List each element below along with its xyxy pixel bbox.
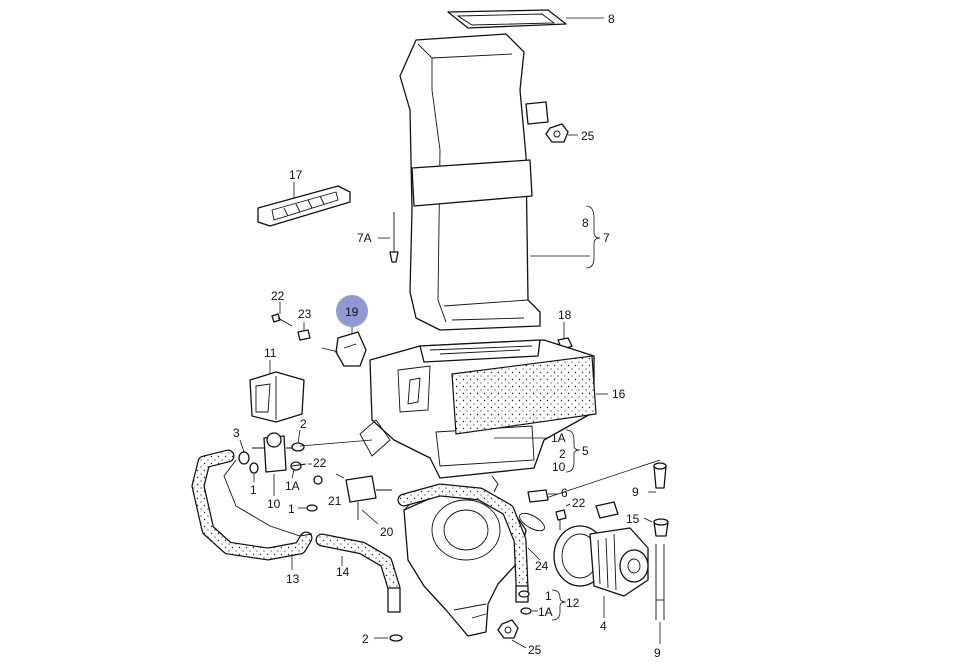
callout-1a-lower: 1A (538, 605, 553, 619)
grommet-15-part[interactable] (643, 517, 669, 537)
callout-8-top: 8 (608, 12, 615, 26)
washer-1a-lower-part[interactable] (520, 607, 538, 615)
screw-22-right-part[interactable] (555, 503, 571, 530)
clamp-6-part[interactable] (527, 489, 558, 503)
filter-16-part[interactable] (451, 355, 608, 435)
bracket-12 (551, 589, 567, 621)
callout-25-top: 25 (581, 129, 595, 143)
callout-4: 4 (600, 619, 607, 633)
cable-7a-part[interactable] (378, 212, 399, 263)
callout-13: 13 (286, 572, 300, 586)
callout-16: 16 (612, 387, 626, 401)
callout-8-mid: 8 (582, 216, 589, 230)
callout-22-right: 22 (572, 496, 586, 510)
washer-1-left-part[interactable] (249, 462, 259, 482)
tube-9-upper-part[interactable] (648, 462, 667, 493)
callout-19: 19 (345, 305, 359, 319)
screw-22-mid-part[interactable] (291, 463, 312, 467)
callout-9-lower: 9 (654, 646, 661, 660)
callout-23: 23 (298, 307, 312, 321)
callout-3: 3 (233, 426, 240, 440)
callout-20: 20 (380, 525, 394, 539)
washer-1-lower-part[interactable] (518, 590, 530, 598)
nut-bottom-part[interactable] (497, 619, 527, 649)
callout-14: 14 (336, 565, 350, 579)
bracket-7 (585, 205, 601, 269)
washer-2-left-part[interactable] (291, 429, 305, 452)
valve-10-part[interactable] (252, 432, 298, 496)
clamp-ring-part[interactable] (517, 510, 547, 534)
washer-2-bottom-part[interactable] (374, 634, 403, 642)
callout-10-right: 10 (552, 460, 566, 474)
callout-10-left: 10 (267, 497, 281, 511)
callout-11: 11 (264, 346, 277, 360)
callout-2-left: 2 (300, 417, 307, 431)
hose-13-part[interactable] (191, 449, 313, 570)
callout-2-right: 2 (559, 447, 566, 461)
hose-14-part[interactable] (223, 459, 401, 613)
callout-1a-right: 1A (551, 431, 566, 445)
clip-23-part[interactable] (297, 322, 311, 341)
tube-9-lower-part[interactable] (655, 544, 665, 644)
washer-1a-left-part[interactable] (290, 461, 302, 479)
callout-12: 12 (566, 596, 580, 610)
callout-9-upper: 9 (632, 485, 639, 499)
callout-18: 18 (558, 308, 572, 322)
fitting-near-20-part[interactable] (313, 473, 345, 485)
actuator-19-part[interactable] (321, 322, 367, 367)
highlight-badge-19[interactable] (336, 295, 368, 327)
screw-22-upper-part[interactable] (271, 302, 293, 327)
washer-1-mid-part[interactable] (298, 504, 318, 512)
washer-3-part[interactable] (238, 439, 250, 465)
callout-22-upper: 22 (271, 289, 285, 303)
nut-top-part[interactable] (545, 123, 578, 143)
callout-24: 24 (535, 559, 549, 573)
resistor-11-part[interactable] (249, 360, 305, 423)
callout-6: 6 (561, 486, 568, 500)
callout-17: 17 (289, 168, 303, 182)
callout-21: 21 (328, 494, 342, 508)
callout-5: 5 (582, 444, 589, 458)
callout-1-lower: 1 (545, 589, 552, 603)
leader-tube-9 (539, 459, 661, 501)
callout-22-mid: 22 (313, 456, 327, 470)
bracket-5 (565, 429, 581, 473)
leader-valve-housing (299, 439, 373, 447)
callout-1-left: 1 (250, 483, 257, 497)
callout-25-bottom: 25 (528, 643, 542, 657)
gasket-frame-part[interactable] (447, 9, 604, 29)
callout-7a: 7A (357, 231, 372, 245)
callout-15: 15 (626, 512, 640, 526)
callout-1-mid: 1 (288, 502, 295, 516)
blower-motor-4-part[interactable] (553, 501, 649, 618)
callout-1a-left: 1A (285, 479, 300, 493)
air-vent-part[interactable] (257, 182, 351, 227)
valve-20-part[interactable] (345, 475, 392, 525)
air-duct-part[interactable] (399, 33, 549, 331)
callout-7: 7 (603, 231, 610, 245)
callout-2-bottom: 2 (362, 632, 369, 646)
